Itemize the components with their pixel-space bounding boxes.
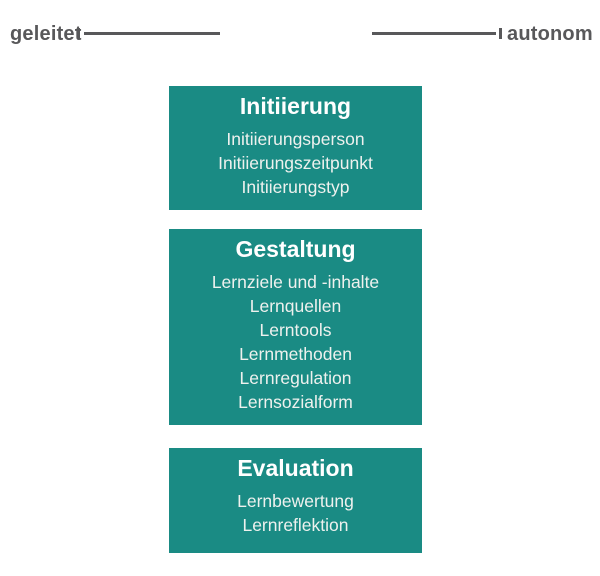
- phase-item: Lernreflektion: [242, 515, 349, 535]
- phase-title: Gestaltung: [235, 236, 356, 262]
- phase-item: Lerntools: [259, 320, 332, 340]
- phase-box-evaluation: Evaluation Lernbewertung Lernreflektion: [169, 448, 422, 553]
- phase-item: Initiierungszeitpunkt: [218, 153, 373, 173]
- scale-tick-left-icon: [77, 28, 80, 39]
- phase-item: Lernquellen: [249, 296, 342, 316]
- phase-title: Initiierung: [239, 93, 352, 119]
- scale-label-autonom: autonom: [507, 23, 593, 45]
- phase-item: Lernregulation: [239, 368, 352, 388]
- phase-item: Lernmethoden: [239, 344, 352, 364]
- phase-item: Lernsozialform: [238, 392, 353, 412]
- scale-line-right: [372, 32, 496, 35]
- phase-title: Evaluation: [237, 455, 354, 481]
- phase-box-initiierung: Initiierung Initiierungsperson Initiieru…: [169, 86, 422, 210]
- phase-box-gestaltung: Gestaltung Lernziele und -inhalte Lernqu…: [169, 229, 422, 425]
- phase-item: Initiierungstyp: [241, 177, 350, 197]
- scale-label-geleitet: geleitet: [10, 23, 82, 45]
- phase-item: Lernziele und -inhalte: [211, 272, 380, 292]
- scale-line-left: [84, 32, 220, 35]
- scale-tick-right-icon: [499, 28, 502, 39]
- phase-item: Initiierungsperson: [226, 129, 365, 149]
- phase-item: Lernbewertung: [237, 491, 354, 511]
